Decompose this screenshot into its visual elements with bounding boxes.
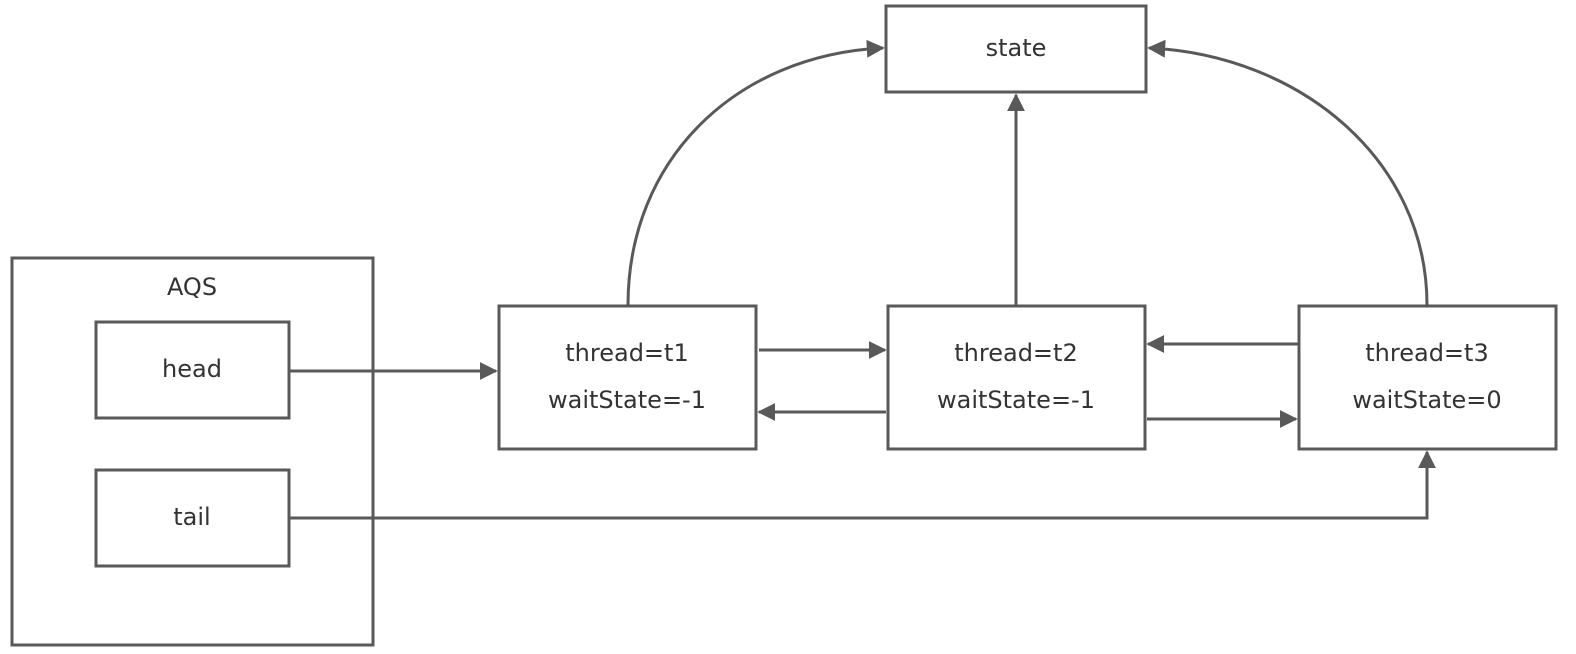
node-t2: thread=t2 waitState=-1 — [886, 304, 1147, 451]
aqs-container: AQS — [10, 256, 375, 647]
connectors — [289, 39, 1436, 520]
node-t3: thread=t3 waitState=0 — [1297, 304, 1558, 451]
node-t3-thread: thread=t3 — [1365, 339, 1488, 367]
head-field: head — [94, 320, 291, 420]
node-t2-wait-state: waitState=-1 — [937, 386, 1095, 414]
head-label: head — [162, 355, 222, 383]
node-t1-thread: thread=t1 — [565, 339, 688, 367]
aqs-title: AQS — [167, 273, 217, 301]
t1-to-state-arrow — [626, 39, 885, 306]
node-t1: thread=t1 waitState=-1 — [497, 304, 758, 451]
tail-label: tail — [173, 503, 210, 531]
state-label: state — [986, 34, 1047, 62]
tail-field: tail — [94, 468, 291, 568]
node-t3-wait-state: waitState=0 — [1352, 386, 1501, 414]
t3-to-state-arrow — [1147, 39, 1429, 306]
tail-to-t3-arrow — [289, 450, 1436, 520]
state-box: state — [884, 4, 1148, 94]
node-t1-wait-state: waitState=-1 — [548, 386, 706, 414]
node-t2-thread: thread=t2 — [954, 339, 1077, 367]
